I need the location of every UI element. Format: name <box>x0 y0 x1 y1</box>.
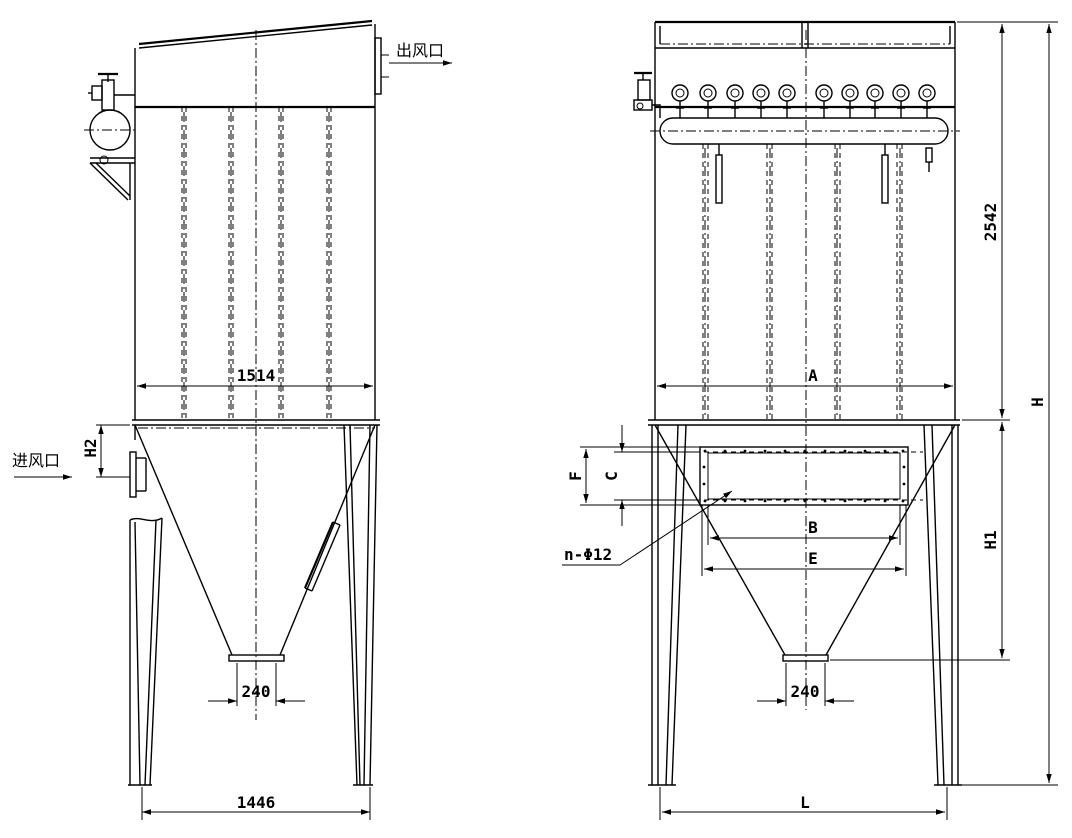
front-dimension-l: L <box>659 787 948 820</box>
outlet-arrow: 出风口 <box>389 41 452 66</box>
dim-e-label: E <box>808 549 818 568</box>
side-roof <box>134 19 376 109</box>
front-inlet-opening <box>686 446 923 506</box>
inlet-arrow: 进风口 <box>12 451 72 480</box>
hole-spec-leader: n-Φ12 <box>562 490 733 566</box>
hole-spec-label: n-Φ12 <box>564 545 612 564</box>
pulse-valve <box>918 84 936 118</box>
dim-l-label: L <box>800 793 810 812</box>
side-inlet <box>129 451 147 498</box>
dim-h1-label: H1 <box>981 530 1000 549</box>
pulse-valve <box>752 84 770 118</box>
front-body <box>648 48 960 426</box>
front-dimension-c: C <box>602 425 700 526</box>
pulse-valve <box>866 84 884 118</box>
side-valve-assembly <box>84 72 136 201</box>
dim-1514-label: 1514 <box>237 366 276 385</box>
side-body <box>132 107 380 426</box>
side-dimension-1514: 1514 <box>137 366 373 389</box>
dim-240-right-label: 240 <box>791 682 820 701</box>
pulse-valve <box>726 84 744 118</box>
pulse-valve <box>841 84 859 118</box>
dim-f-label: F <box>566 471 585 481</box>
front-dimension-f: F <box>566 446 700 506</box>
pulse-valve <box>778 84 796 118</box>
side-view: 1514 1446 240 H2 出风口 进风口 <box>12 19 452 820</box>
bolt-holes <box>702 449 906 503</box>
front-roof-covers <box>654 20 956 49</box>
pulse-valve <box>671 84 689 118</box>
side-dimension-1446: 1446 <box>141 787 371 820</box>
side-hopper <box>134 424 376 662</box>
outlet-label: 出风口 <box>396 41 444 60</box>
side-dimension-h2: H2 <box>81 424 130 478</box>
dim-240-left-label: 240 <box>242 682 271 701</box>
side-filter-bags <box>181 107 332 420</box>
front-view: A B E C F <box>562 20 1058 820</box>
pulse-valve <box>892 84 910 118</box>
pulse-valve <box>815 84 833 118</box>
front-header-pipe <box>650 117 960 145</box>
side-legs <box>128 424 378 786</box>
front-legs <box>648 424 962 786</box>
side-outlet-flange <box>374 37 389 95</box>
dim-b-label: B <box>808 518 818 537</box>
inlet-label: 进风口 <box>12 451 60 470</box>
front-dimension-240: 240 <box>757 663 854 706</box>
dim-2542-label: 2542 <box>981 203 1000 242</box>
front-main-valve <box>633 71 661 118</box>
front-pulse-valves <box>671 84 936 118</box>
front-dimension-a: A <box>657 366 953 389</box>
front-vertical-dimensions: 2542 H1 H <box>830 21 1058 786</box>
dim-1446-label: 1446 <box>237 793 276 812</box>
front-dimension-b: B <box>707 505 901 545</box>
dim-c-label: C <box>602 471 621 481</box>
dim-a-label: A <box>808 366 818 385</box>
dim-h2-label: H2 <box>81 438 100 457</box>
pulse-valve <box>699 84 717 118</box>
side-dimension-240: 240 <box>208 663 305 706</box>
front-dimension-e: E <box>701 505 907 576</box>
front-filter-bags <box>702 144 903 420</box>
dim-h-label: H <box>1028 397 1047 407</box>
front-blow-tubes <box>715 144 933 204</box>
